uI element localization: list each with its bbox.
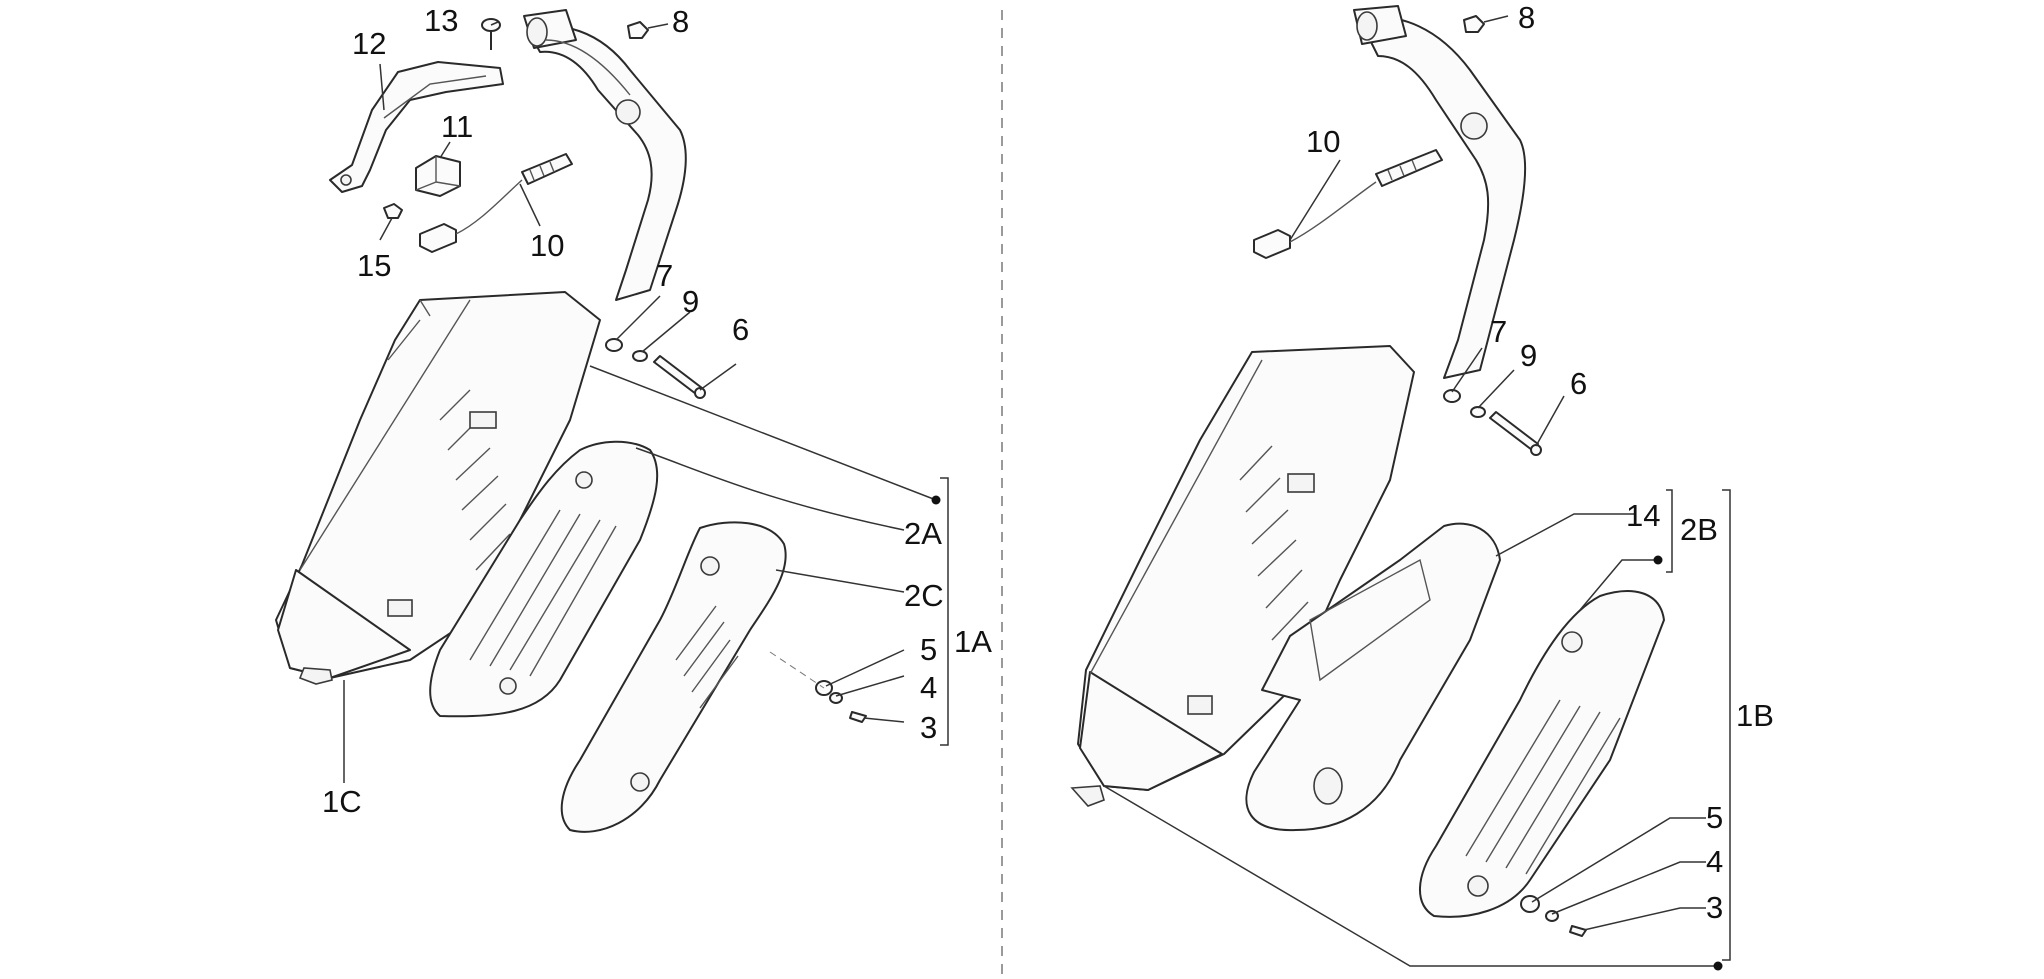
right-label-3: 3: [1706, 890, 1723, 925]
right-label-8: 8: [1518, 0, 1535, 35]
part-15-clip: [383, 203, 403, 219]
left-label-12: 12: [352, 26, 386, 61]
left-label-10: 10: [530, 228, 564, 263]
left-label-4: 4: [920, 670, 937, 705]
right-label-14: 14: [1626, 498, 1660, 533]
left-label-6: 6: [732, 312, 749, 347]
right-label-7: 7: [1490, 314, 1507, 349]
left-label-11: 11: [441, 109, 473, 144]
right-label-4: 4: [1706, 844, 1723, 879]
right-label-1B: 1B: [1736, 698, 1774, 733]
part-11-damper-block: [415, 155, 461, 197]
left-label-5: 5: [920, 632, 937, 667]
right-hardware: [1443, 389, 1587, 937]
left-exhaust-pipe: [523, 9, 687, 301]
left-label-7: 7: [656, 258, 673, 293]
left-assembly: 13 8 12 11 10 15 7 9 6 2A 2C 1A 5 4 3 1C: [275, 3, 992, 833]
right-label-6: 6: [1570, 366, 1587, 401]
left-label-2C: 2C: [904, 578, 944, 613]
right-label-2B: 2B: [1680, 512, 1718, 547]
part-1C-muffler: [275, 291, 601, 783]
left-label-9: 9: [682, 284, 699, 319]
left-label-1C: 1C: [322, 784, 362, 819]
right-label-5: 5: [1706, 800, 1723, 835]
part-12-bracket: [329, 61, 504, 193]
part-2A-heat-shield: [429, 440, 659, 718]
left-label-8: 8: [672, 4, 689, 39]
part-13-screw: [481, 18, 501, 50]
part-2C-cover: [560, 521, 787, 833]
left-label-2A: 2A: [904, 516, 942, 551]
right-muffler: [1070, 345, 1415, 807]
left-label-3: 3: [920, 710, 937, 745]
right-part-10-lambda-sensor: [1253, 149, 1443, 259]
left-label-15: 15: [357, 248, 391, 283]
right-assembly: 8 10 7 9 6 14 2B 1B 5 4 3: [1070, 0, 1774, 971]
right-part-8-nut: [1463, 15, 1485, 33]
part-10-lambda-sensor: [419, 153, 573, 253]
right-label-10: 10: [1306, 124, 1340, 159]
right-exhaust-pipe: [1353, 5, 1527, 379]
right-label-9: 9: [1520, 338, 1537, 373]
part-8-nut: [627, 21, 649, 39]
left-label-13: 13: [424, 3, 458, 38]
right-heat-shield: [1419, 590, 1665, 918]
right-part-14-gasket: [1245, 522, 1501, 832]
left-label-1A: 1A: [954, 624, 992, 659]
